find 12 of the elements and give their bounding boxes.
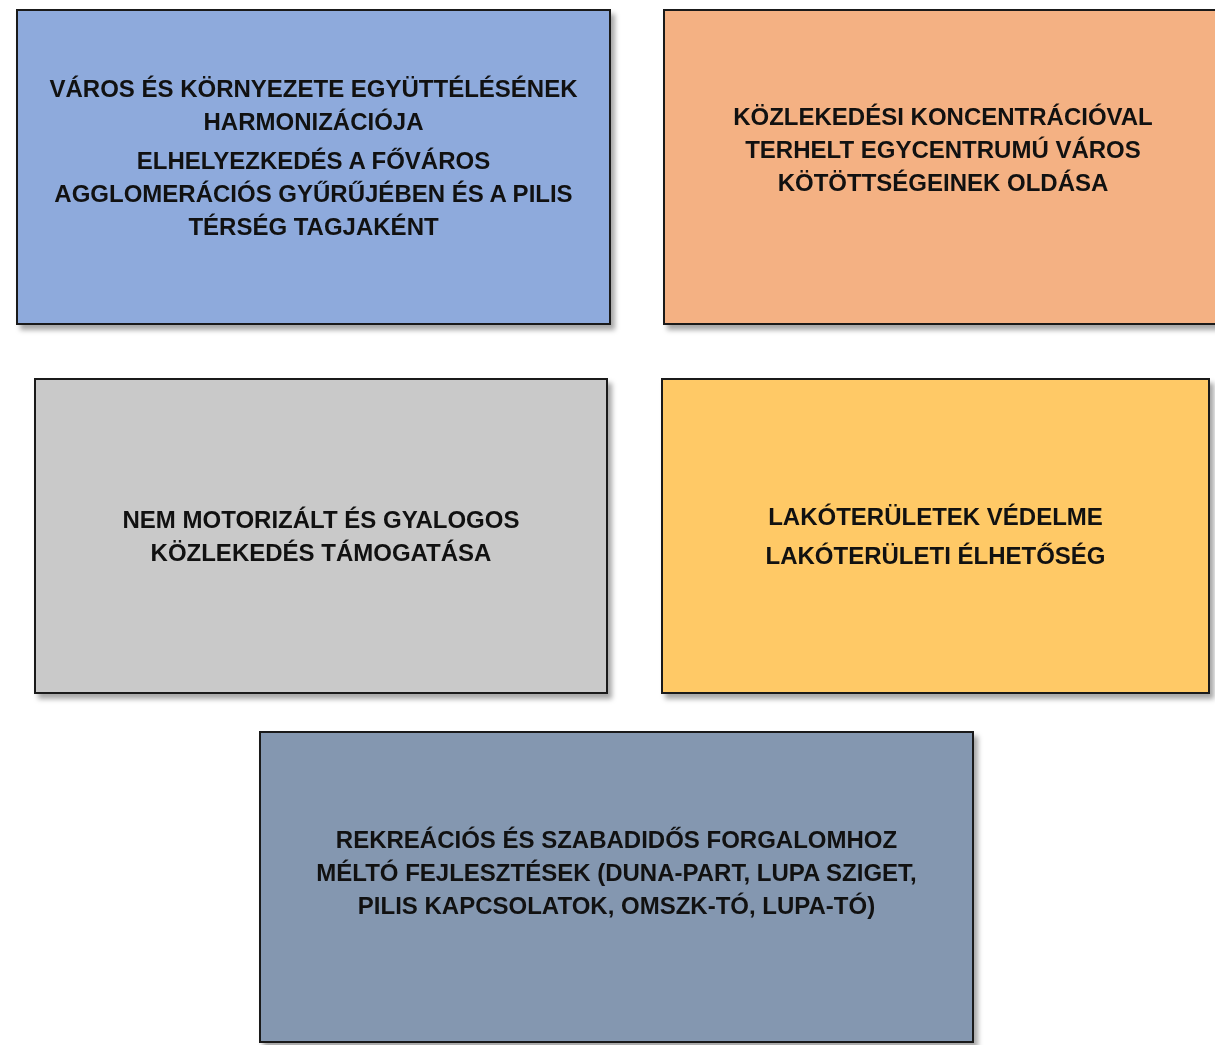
box-text: ELHELYEZKEDÉS A FŐVÁROS AGGLOMERÁCIÓS GYŰRŰJÉBEN ÉS A PILIS TÉRSÉG TAGJAKÉNT: [53, 145, 574, 242]
text-box: [34, 378, 608, 694]
text-box: [661, 378, 1210, 694]
text-box: [16, 9, 611, 325]
text-box: [663, 9, 1215, 325]
box-text: KÖZLEKEDÉSI KONCENTRÁCIÓVAL TERHELT EGYCENTRUMÚ VÁROS KÖTÖTTSÉGEINEK OLDÁSA: [732, 102, 1154, 198]
box-text: NEM MOTORIZÁLT ÉS GYALOGOS KÖZLEKEDÉS TÁMOGATÁSA: [121, 505, 521, 568]
box-text: VÁROS ÉS KÖRNYEZETE EGYÜTTÉLÉSÉNEK HARMONIZÁCIÓJA: [48, 73, 579, 137]
text-box: [259, 731, 974, 1043]
box-text: LAKÓTERÜLETEK VÉDELME: [768, 502, 1103, 532]
box-text: REKREÁCIÓS ÉS SZABADIDŐS FORGALOMHOZ MÉLTÓ FEJLESZTÉSEK (DUNA-PART, LUPA SZIGET, PILIS KAPCSOLATOK, OMSZK-TÓ, LUPA-TÓ): [315, 824, 918, 921]
box-text: LAKÓTERÜLETI ÉLHETŐSÉG: [765, 541, 1106, 571]
